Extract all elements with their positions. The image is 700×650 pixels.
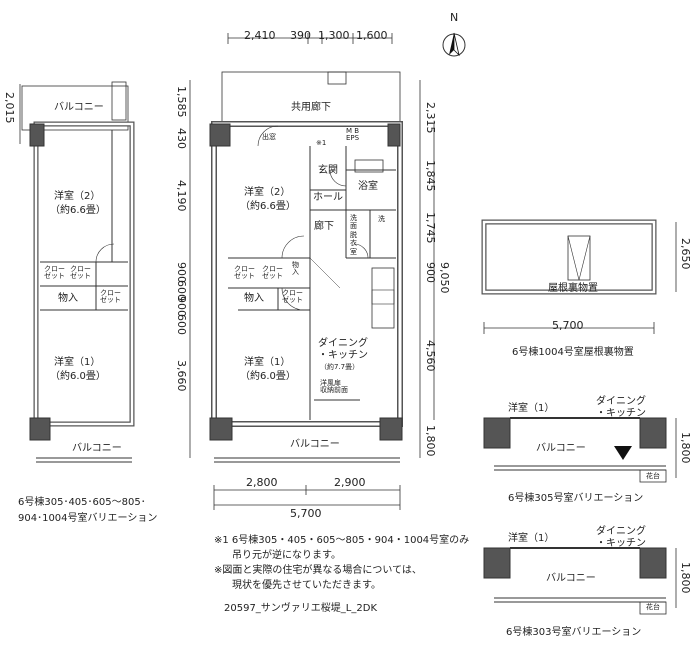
dim-attic-w: 5,700 [552,319,584,332]
western-room-2-label: 洋室（2） [244,187,291,198]
var305-caption: 6号棟305号室バリエーション [508,493,644,504]
storage-small-label: 物 入 [292,261,299,276]
dim-top-4: 1,600 [356,29,388,42]
note-1-line-2: 吊り元が逆になります。 [232,550,341,561]
left-western-room-1-label: 洋室（1） [54,357,101,368]
left-western-room-2-size: （約6.6畳） [50,205,106,216]
entrance-label: 玄関 [318,165,338,176]
western-room-1-label: 洋室（1） [244,357,291,368]
var305-western-label: 洋室（1） [508,403,555,414]
dim-left-6: 900 [175,296,188,317]
dim-right-total: 9,050 [438,262,451,294]
var303-balcony-label: バルコニー [546,573,596,584]
left-balcony-top-label: バルコニー [54,102,104,113]
left-closet-b-label: クロー ゼット [70,265,91,280]
left-closet-a-label: クロー ゼット [44,265,65,280]
dim-left-3: 4,190 [175,180,188,212]
dim-right-3: 1,745 [424,212,437,244]
left-western-room-1-size: （約6.0畳） [50,371,106,382]
dim-top-2: 390 [290,29,311,42]
note-1-line-1: ※1 6号棟305・405・605～805・904・1004号室のみ [214,535,470,546]
dim-left-8: 3,660 [175,360,188,392]
var303-western-label: 洋室（1） [508,533,555,544]
dim-bottom-1: 2,800 [246,476,278,489]
storage-note: 洋風扉 収納前面 [320,379,348,394]
dim-left-5: 600 [175,280,188,301]
washer-label: 洗 [378,215,385,223]
storage-label: 物入 [244,293,264,304]
dim-top-3: 1,300 [318,29,350,42]
corridor-inner-label: 廊下 [314,221,334,232]
washroom-label: 洗 面 脱 衣 室 [350,214,357,256]
var303-caption: 6号棟303号室バリエーション [506,627,642,638]
dim-right-5: 4,560 [424,340,437,372]
note-2-line-1: ※図面と実際の住宅が異なる場合については、 [214,565,422,576]
left-balcony-bottom-label: バルコニー [72,443,122,454]
note-2-line-2: 現状を優先させていただきます。 [232,580,381,591]
var305-dining-label: ダイニング ・キッチン [596,396,646,419]
note-mark: ※1 [316,139,327,147]
attic-caption: 6号棟1004号室屋根裏物置 [512,347,634,358]
dim-left-4: 900 [175,262,188,283]
var305-flower-label: 花台 [646,472,660,480]
var303-flower-label: 花台 [646,603,660,611]
western-room-2-size: （約6.6畳） [240,201,296,212]
dim-right-4: 900 [424,262,437,283]
left-caption-2: 904･1004号室バリエーション [18,513,158,524]
western-room-1-size: （約6.0畳） [240,371,296,382]
dim-left-2: 430 [175,128,188,149]
hall-label: ホール [313,192,343,203]
dining-kitchen-label: ダイニング ・キッチン [318,338,368,361]
left-caption-1: 6号棟305･405･605～805･ [18,497,146,508]
dim-bottom-2: 2,900 [334,476,366,489]
corridor-label: 共用廊下 [291,102,331,113]
north-arrow-icon: N [450,11,459,24]
dim-attic-h: 2,650 [679,238,692,270]
left-western-room-2-label: 洋室（2） [54,191,101,202]
balcony-label: バルコニー [290,439,340,450]
bay-window-label: 出窓 [262,133,276,141]
plan-code: 20597_サンヴァリエ桜堤_L_2DK [224,603,378,614]
mb-eps-label: M B EPS [346,127,360,142]
dim-right-6: 1,800 [424,425,437,457]
dim-var2-h: 1,800 [679,562,692,594]
left-closet-c-label: クロー ゼット [100,289,121,304]
var303-dining-label: ダイニング ・キッチン [596,526,646,549]
closet-a-label: クロー ゼット [234,265,255,280]
bathroom-label: 浴室 [358,181,378,192]
dim-top-1: 2,410 [244,29,276,42]
dim-var1-h: 1,800 [679,432,692,464]
dim-left-7: 600 [175,314,188,335]
dim-right-1: 2,315 [424,102,437,134]
var305-balcony-label: バルコニー [536,443,586,454]
left-storage-label: 物入 [58,293,78,304]
dim-left-var: 2,015 [3,92,16,124]
closet-c-label: クロー ゼット [282,289,303,304]
dining-kitchen-size: （約7.7畳） [320,363,360,371]
attic-label: 屋根裏物置 [548,283,598,294]
dim-left-1: 1,585 [175,86,188,118]
dim-bottom-total: 5,700 [290,507,322,520]
dim-right-2: 1,845 [424,160,437,192]
closet-b-label: クロー ゼット [262,265,283,280]
